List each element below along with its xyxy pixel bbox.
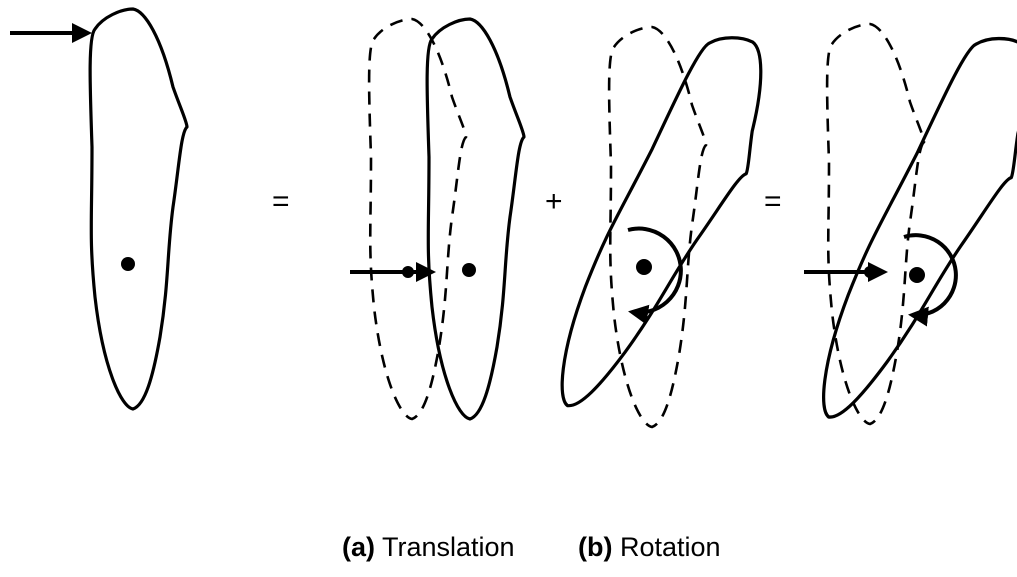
rotation-moment-arrow xyxy=(627,226,683,325)
centroid-dot xyxy=(909,267,925,283)
original-body xyxy=(10,7,189,411)
plus-sign: + xyxy=(545,185,563,218)
caption-translation: (a) Translation xyxy=(342,532,515,563)
rotation-panel xyxy=(527,20,803,432)
translation-panel xyxy=(350,17,526,421)
combined-panel xyxy=(788,21,1017,444)
caption-rotation: (b) Rotation xyxy=(578,532,721,563)
centroid-dot xyxy=(121,257,135,271)
centroid-dot xyxy=(462,263,476,277)
caption-a-text: Translation xyxy=(382,532,515,562)
equals-sign-2: = xyxy=(764,185,782,218)
combined-moment-arrow xyxy=(903,233,958,327)
equals-sign-1: = xyxy=(272,185,290,218)
centroid-dot xyxy=(636,259,652,275)
caption-b-letter: (b) xyxy=(578,532,613,562)
caption-a-letter: (a) xyxy=(342,532,375,562)
caption-b-text: Rotation xyxy=(620,532,721,562)
